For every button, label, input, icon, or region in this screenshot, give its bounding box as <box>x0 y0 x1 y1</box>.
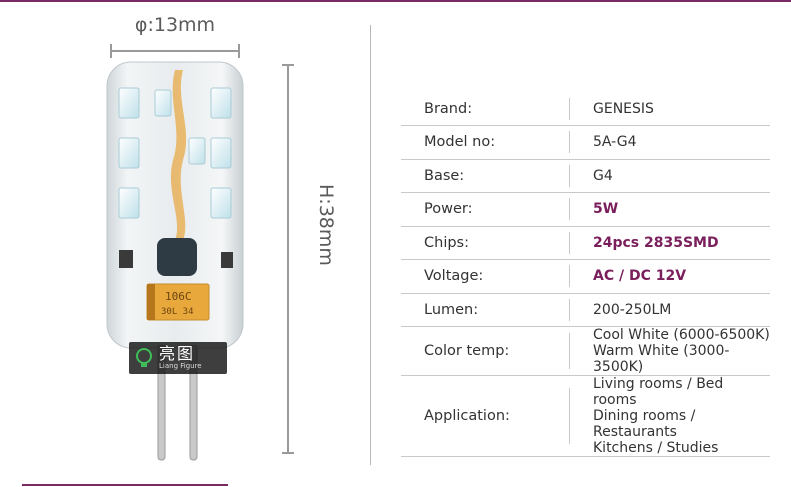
led-chip <box>210 187 232 219</box>
spec-value: Cool White (6000-6500K)Warm White (3000-… <box>570 326 770 376</box>
spec-row: Color temp:Cool White (6000-6500K)Warm W… <box>401 326 770 376</box>
spec-value: AC / DC 12V <box>570 259 770 294</box>
height-dimension-line <box>282 64 294 454</box>
bottom-accent-line <box>22 484 228 486</box>
spec-label: Power: <box>401 192 569 227</box>
spec-row: Brand: GENESIS <box>401 92 770 126</box>
spec-value: GENESIS <box>570 92 770 126</box>
spec-value-line: GENESIS <box>593 100 654 117</box>
led-chip <box>118 87 140 119</box>
spec-column-divider <box>569 192 570 227</box>
spec-value: 24pcs 2835SMD <box>570 226 770 260</box>
smd-resistor <box>119 250 133 268</box>
smd-resistor <box>221 252 233 268</box>
height-dimension-label: H:38mm <box>315 184 337 266</box>
spec-row: Power: 5W <box>401 192 770 227</box>
spec-row: Model no: 5A-G4 <box>401 125 770 160</box>
spec-value-line: AC / DC 12V <box>593 268 687 285</box>
spec-value-line: Living rooms / Bed rooms <box>593 376 724 408</box>
spec-column-divider <box>569 326 570 376</box>
capacitor-marking-2: 30L 34 <box>161 307 194 317</box>
spec-label: Voltage: <box>401 259 569 294</box>
spec-column-divider <box>569 293 570 327</box>
spec-row: Chips: 24pcs 2835SMD <box>401 226 770 260</box>
spec-column-divider <box>569 226 570 260</box>
spec-value: 5W <box>570 192 770 227</box>
spec-row: Lumen: 200-250LM <box>401 293 770 327</box>
width-dimension-line <box>110 44 240 58</box>
spec-value-line: Kitchens / Studies <box>593 440 719 456</box>
copper-strip <box>170 70 187 240</box>
led-chips <box>118 87 232 219</box>
led-chip <box>188 137 206 165</box>
led-chip <box>210 87 232 119</box>
lightbulb-logo-icon <box>136 348 152 367</box>
brand-watermark: 亮图 Liang Figure <box>129 342 227 374</box>
spec-value-line: Dining rooms / Restaurants <box>593 408 696 440</box>
spec-value-line: G4 <box>593 167 613 184</box>
led-chip <box>118 187 140 219</box>
spec-value-line: Warm White (3000-3500K) <box>593 343 730 375</box>
spec-value-line: 24pcs 2835SMD <box>593 234 719 251</box>
spec-column-divider <box>569 159 570 193</box>
spec-label: Lumen: <box>401 293 569 327</box>
spec-value: 200-250LM <box>570 293 770 327</box>
spec-label: Model no: <box>401 125 569 160</box>
led-chip <box>118 137 140 169</box>
capacitor-marking-1: 106C <box>165 290 192 303</box>
spec-label: Chips: <box>401 226 569 260</box>
capacitor-stripe <box>147 284 155 320</box>
spec-row: Voltage: AC / DC 12V <box>401 259 770 294</box>
spec-column-divider <box>569 92 570 126</box>
spec-label: Application: <box>401 375 569 457</box>
spec-value: 5A-G4 <box>570 125 770 160</box>
led-chip <box>154 89 172 117</box>
watermark-chinese: 亮图 <box>159 344 196 363</box>
spec-value-line: 200-250LM <box>593 301 672 318</box>
top-accent-line <box>0 0 791 2</box>
spec-value-line: 5W <box>593 201 619 218</box>
spec-column-divider <box>569 375 570 457</box>
spec-row: Base: G4 <box>401 159 770 193</box>
width-dimension-label: φ:13mm <box>134 14 216 36</box>
spec-column-divider <box>569 259 570 294</box>
led-bulb-image: 106C 30L 34 <box>106 61 244 349</box>
spec-label: Color temp: <box>401 326 569 376</box>
spec-value-line: Cool White (6000-6500K) <box>593 327 770 343</box>
spec-label: Base: <box>401 159 569 193</box>
vertical-divider <box>370 25 371 465</box>
watermark-english: Liang Figure <box>159 362 202 370</box>
led-chip <box>210 137 232 169</box>
spec-value-line: 5A-G4 <box>593 134 637 151</box>
spec-column-divider <box>569 125 570 160</box>
spec-value: G4 <box>570 159 770 193</box>
driver-ic <box>157 238 197 276</box>
spec-label: Brand: <box>401 92 569 126</box>
